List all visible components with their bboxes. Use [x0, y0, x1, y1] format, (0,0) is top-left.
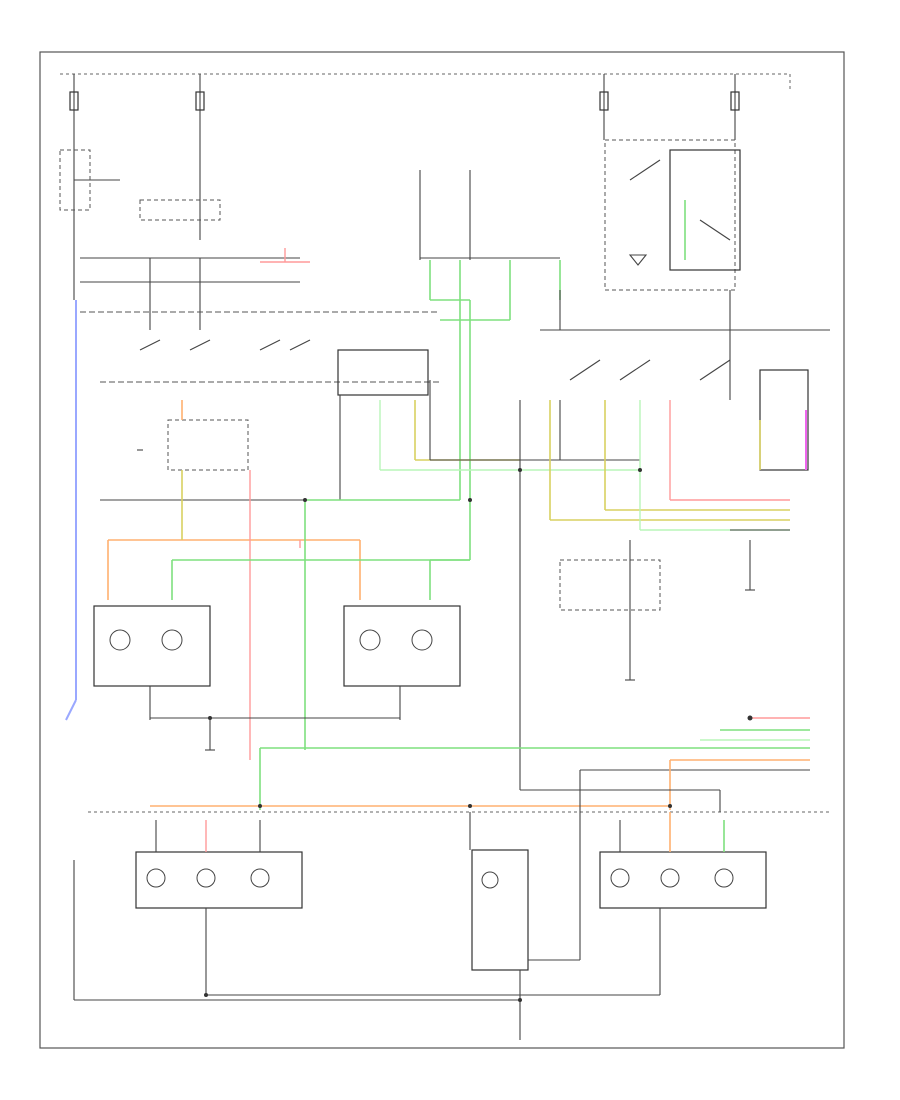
right-front-lamp — [343, 605, 461, 720]
splice-dots — [204, 468, 753, 1002]
license-lamp — [759, 369, 809, 471]
right-switch-section — [540, 139, 830, 400]
trailer-connector — [259, 717, 810, 810]
front-lamp-feeds — [107, 400, 470, 760]
center-top-connector — [419, 170, 560, 260]
left-rear-lamp — [135, 820, 303, 995]
center-rear-lamp — [469, 812, 529, 1040]
fuse-drops — [69, 74, 740, 300]
distribution-wires — [100, 380, 640, 790]
left-column-box — [167, 419, 249, 471]
center-green-wires — [429, 260, 561, 600]
right-wire-bundle — [549, 400, 790, 531]
right-mid-connector — [559, 559, 661, 611]
rear-bus — [88, 789, 830, 813]
right-rear-lamp — [599, 812, 767, 995]
ground-symbols — [137, 449, 755, 751]
diagram-frame — [39, 51, 845, 1049]
blue-feed-wire-stub — [65, 699, 77, 721]
dimmer-relay-box — [337, 349, 429, 396]
left-switch-section — [59, 149, 300, 330]
left-front-lamp — [93, 605, 211, 720]
headlight-switch-contacts — [139, 339, 311, 351]
